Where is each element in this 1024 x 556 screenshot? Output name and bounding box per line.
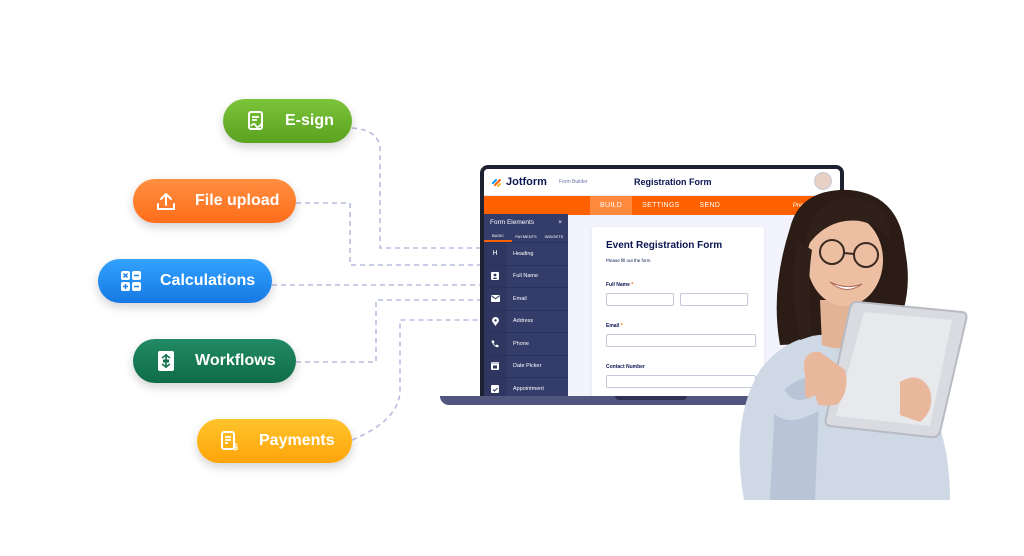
element-label: Date Picker — [513, 363, 542, 370]
connector-payments — [351, 319, 484, 441]
user-avatar[interactable] — [814, 172, 832, 190]
calendar-icon — [484, 355, 506, 377]
element-address[interactable]: Address — [484, 309, 568, 332]
form-canvas: Event Registration Form Please fill out … — [592, 227, 764, 397]
close-icon[interactable]: × — [558, 219, 562, 226]
tab-payments[interactable]: PAYMENTS — [515, 234, 537, 239]
location-pin-icon — [484, 310, 506, 332]
payment-receipt-icon: $ — [219, 430, 241, 452]
email-input[interactable] — [606, 334, 756, 347]
e-sign-icon — [245, 110, 267, 132]
feature-workflows[interactable]: Workflows — [133, 339, 296, 383]
element-label: Heading — [513, 250, 534, 257]
element-date-picker[interactable]: Date Picker — [484, 354, 568, 377]
form-subheading: Please fill out the form — [606, 258, 651, 263]
form-heading: Event Registration Form — [606, 240, 723, 251]
first-name-input[interactable] — [606, 293, 674, 306]
builder-nav-bar: BUILD SETTINGS SEND Preview Form — [484, 196, 840, 215]
connector-workflows — [296, 299, 484, 363]
feature-esign[interactable]: E-sign — [223, 99, 352, 143]
app-header: Jotform Form Builder Registration Form — [484, 169, 840, 196]
last-name-input[interactable] — [680, 293, 748, 306]
connector-esign — [351, 127, 484, 249]
element-full-name[interactable]: Full Name — [484, 264, 568, 287]
form-elements-panel: Form Elements × BASIC PAYMENTS WIDGETS H… — [484, 214, 568, 397]
tab-basic[interactable]: BASIC — [484, 231, 512, 242]
form-builder-label: Form Builder — [558, 179, 588, 185]
laptop-frame: Jotform Form Builder Registration Form B… — [480, 165, 844, 397]
element-label: Phone — [513, 340, 529, 347]
element-heading[interactable]: H Heading — [484, 242, 568, 265]
feature-calculations[interactable]: Calculations — [98, 259, 272, 303]
panel-title: Form Elements — [490, 219, 535, 226]
feature-payments[interactable]: $ Payments — [197, 419, 352, 463]
feature-label: E-sign — [285, 112, 334, 129]
full-name-label: Full Name * — [606, 282, 634, 288]
connector-file-upload — [296, 202, 484, 266]
logo-text: Jotform — [506, 176, 547, 188]
tab-send[interactable]: SEND — [699, 202, 721, 209]
feature-label: Workflows — [195, 352, 276, 369]
tab-build[interactable]: BUILD — [590, 196, 633, 215]
upload-icon — [155, 190, 177, 212]
heading-icon: H — [484, 243, 506, 265]
form-title: Registration Form — [634, 177, 712, 187]
feature-label: Calculations — [160, 272, 256, 289]
contact-number-label: Contact Number — [606, 364, 645, 370]
feature-label: File upload — [195, 192, 280, 209]
svg-text:$: $ — [233, 442, 238, 452]
tab-settings[interactable]: SETTINGS — [642, 202, 680, 209]
laptop-notch — [615, 396, 687, 400]
appointment-icon — [484, 378, 506, 397]
feature-file-upload[interactable]: File upload — [133, 179, 296, 223]
workflow-icon — [155, 350, 177, 372]
laptop-base — [440, 396, 864, 405]
feature-label: Payments — [259, 432, 335, 449]
calculator-icon — [120, 270, 142, 292]
element-label: Appointment — [513, 385, 544, 392]
element-phone[interactable]: Phone — [484, 332, 568, 355]
element-email[interactable]: Email — [484, 287, 568, 310]
tab-widgets[interactable]: WIDGETS — [544, 234, 564, 239]
element-label: Email — [513, 295, 527, 302]
element-label: Full Name — [513, 273, 539, 280]
jotform-logo-icon — [492, 177, 502, 187]
phone-icon — [484, 333, 506, 355]
element-appointment[interactable]: Appointment — [484, 377, 568, 397]
email-label: Email * — [606, 323, 623, 329]
person-icon — [484, 265, 506, 287]
email-icon — [484, 288, 506, 310]
element-label: Address — [513, 318, 534, 325]
jotform-logo[interactable]: Jotform — [492, 176, 547, 188]
